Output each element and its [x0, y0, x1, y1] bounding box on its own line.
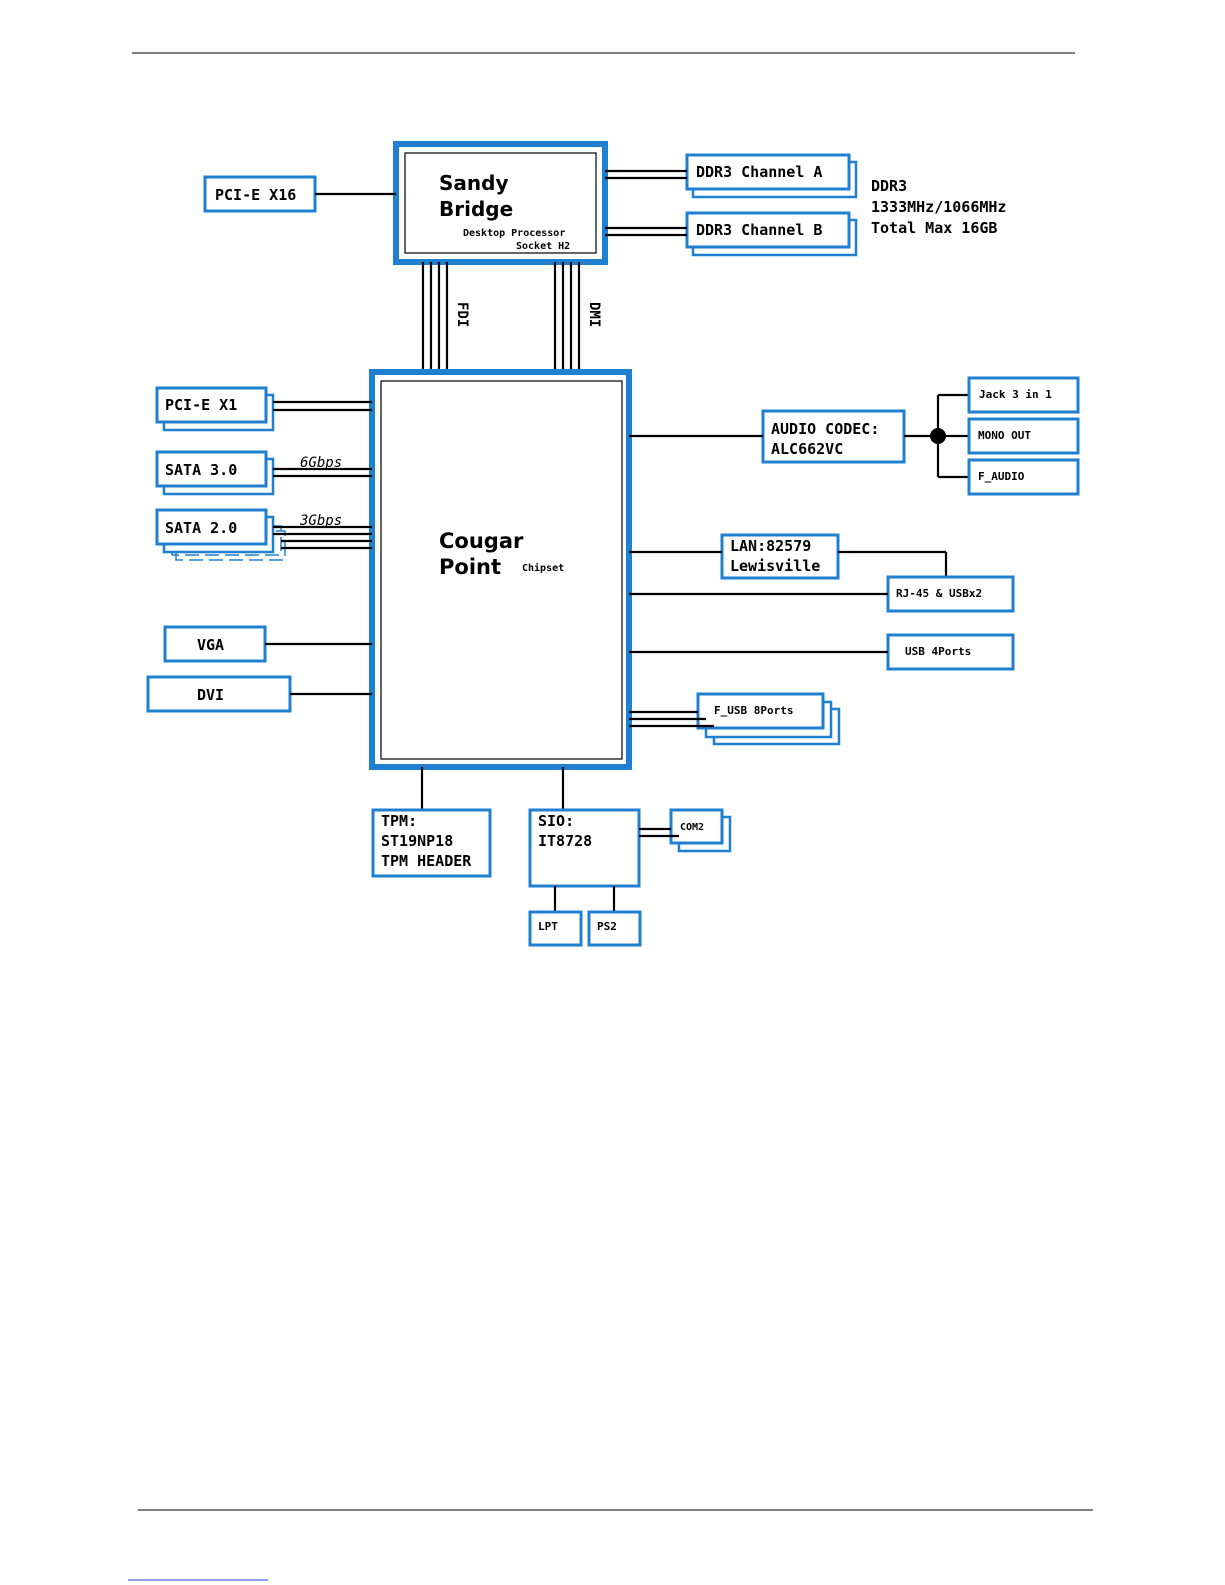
chipset-name-line2: Point — [439, 555, 501, 579]
ddr3-channel-a-label: DDR3 Channel A — [696, 163, 822, 181]
usb-4ports-label: USB 4Ports — [905, 645, 971, 658]
f-usb-8ports-block: F_USB 8Ports — [696, 692, 841, 746]
lan-line2: Lewisville — [730, 557, 820, 575]
lpt-label: LPT — [538, 920, 558, 933]
pcie-x1-block: PCI-E X1 — [155, 386, 275, 432]
sio-block: SIO: IT8728 — [528, 808, 641, 888]
rj45-usb-block: RJ-45 & USBx2 — [886, 575, 1015, 613]
audio-codec-line2: ALC662VC — [771, 440, 843, 458]
lpt-block: LPT — [528, 910, 583, 947]
cpu-sub-line1: Desktop Processor — [463, 228, 565, 239]
sata3-label: SATA 3.0 — [165, 461, 237, 479]
ps2-label: PS2 — [597, 920, 617, 933]
usb-4ports-block: USB 4Ports — [886, 633, 1015, 671]
audio-codec-block: AUDIO CODEC: ALC662VC — [761, 409, 906, 464]
chipset-name-line1: Cougar — [439, 529, 524, 553]
memory-spec-line3: Total Max 16GB — [871, 219, 997, 237]
mono-out-label: MONO OUT — [978, 429, 1031, 442]
f-audio-block: F_AUDIO — [967, 458, 1080, 496]
dvi-label: DVI — [197, 686, 224, 704]
pcie-x1-label: PCI-E X1 — [165, 396, 237, 414]
lan-block: LAN:82579 Lewisville — [720, 533, 840, 580]
fdi-label: FDI — [454, 302, 470, 327]
dmi-bus: DMI — [553, 262, 602, 372]
memory-spec-line2: 1333MHz/1066MHz — [871, 198, 1006, 216]
lan-line1: LAN:82579 — [730, 537, 811, 555]
sata2-speed: 3Gbps — [299, 513, 342, 529]
sio-line2: IT8728 — [538, 832, 592, 850]
com2-label: COM2 — [680, 822, 704, 833]
sata2-label: SATA 2.0 — [165, 519, 237, 537]
ps2-block: PS2 — [587, 910, 642, 947]
dvi-block: DVI — [146, 675, 292, 713]
sata2-block: SATA 2.0 — [155, 508, 286, 561]
chipset-sub: Chipset — [522, 562, 564, 574]
cpu-name-line2: Bridge — [439, 197, 513, 221]
pcie-x16-block: PCI-E X16 — [203, 175, 317, 213]
chipset-block: Cougar Point Chipset — [369, 369, 632, 770]
tpm-line3: TPM HEADER — [381, 852, 472, 870]
audio-codec-line1: AUDIO CODEC: — [771, 420, 879, 438]
f-usb-8ports-label: F_USB 8Ports — [714, 704, 793, 717]
sata3-block: SATA 3.0 — [155, 450, 275, 496]
jack-3in1-label: Jack 3 in 1 — [979, 388, 1052, 401]
f-audio-label: F_AUDIO — [978, 470, 1025, 483]
cpu-name-line1: Sandy — [439, 171, 509, 195]
jack-3in1-block: Jack 3 in 1 — [967, 376, 1080, 414]
ddr3-channel-b-label: DDR3 Channel B — [696, 221, 822, 239]
vga-block: VGA — [163, 625, 267, 663]
tpm-line2: ST19NP18 — [381, 832, 453, 850]
ddr3-channel-b-block: DDR3 Channel B — [685, 211, 858, 257]
cpu-sub-line2: Socket H2 — [516, 241, 570, 252]
com2-block: COM2 — [669, 808, 732, 853]
cpu-block: Sandy Bridge Desktop Processor Socket H2 — [393, 141, 608, 265]
memory-spec-line1: DDR3 — [871, 177, 907, 195]
sio-line1: SIO: — [538, 812, 574, 830]
tpm-block: TPM: ST19NP18 TPM HEADER — [371, 808, 492, 878]
tpm-line1: TPM: — [381, 812, 417, 830]
pcie-x16-label: PCI-E X16 — [215, 186, 296, 204]
dmi-label: DMI — [586, 302, 602, 327]
rj45-usb-label: RJ-45 & USBx2 — [896, 587, 982, 600]
sata3-speed: 6Gbps — [300, 455, 342, 471]
vga-label: VGA — [197, 636, 224, 654]
fdi-bus: FDI — [421, 262, 470, 372]
ddr3-channel-a-block: DDR3 Channel A — [685, 153, 858, 199]
mono-out-block: MONO OUT — [967, 417, 1080, 455]
